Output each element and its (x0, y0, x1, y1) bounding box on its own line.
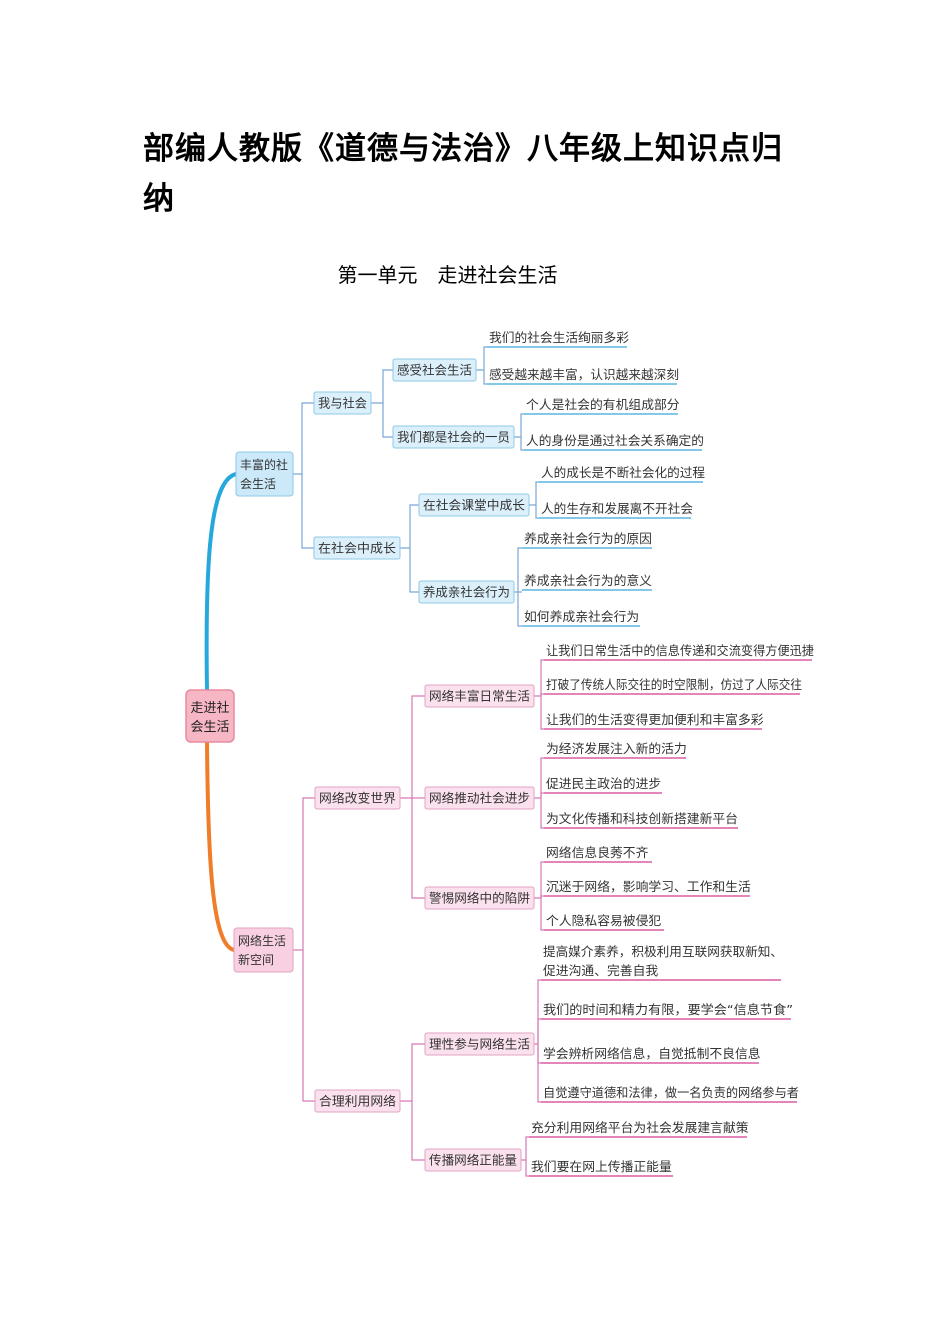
leaf-9-1: 充分利用网络平台为社会发展建言献策 (529, 1120, 749, 1138)
leaf-8-2: 我们的时间和精力有限，要学会“信息节食” (541, 1002, 793, 1020)
leaf-7-1-text: 网络信息良莠不齐 (546, 845, 649, 860)
leaf-8-3: 学会辨析网络信息，自觉抵制不良信息 (541, 1046, 761, 1064)
leaf-2-1-text: 个人是社会的有机组成部分 (526, 397, 680, 412)
leaf-4-1-text: 养成亲社会行为的原因 (524, 531, 652, 546)
topic-node-8: 理性参与网络生活 (424, 1032, 535, 1056)
leaf-2-1: 个人是社会的有机组成部分 (524, 397, 680, 415)
leaf-7-2-text: 沉迷于网络，影响学习、工作和生活 (546, 879, 751, 894)
leaf-8-1-text: 促进沟通、完善自我 (543, 963, 659, 978)
leaf-6-2-text: 促进民主政治的进步 (546, 776, 661, 791)
leaf-7-2: 沉迷于网络，影响学习、工作和生活 (544, 879, 751, 897)
topic-node-1-label: 感受社会生活 (397, 363, 472, 378)
leaf-2-2-text: 人的身份是通过社会关系确定的 (526, 433, 704, 448)
root-label-line2: 会生活 (190, 720, 229, 735)
leaf-8-1: 提高媒介素养，积极利用互联网获取新知、促进沟通、完善自我 (541, 944, 783, 981)
connectors-branch1 (293, 346, 539, 627)
leaf-3-2: 人的生存和发展离不开社会 (539, 501, 693, 519)
sub-node-2-label: 在社会中成长 (318, 541, 397, 556)
sub-node-4: 合理利用网络 (314, 1089, 401, 1113)
leaf-8-2-text: 我们的时间和精力有限，要学会“信息节食” (543, 1002, 793, 1017)
topic-node-3: 在社会课堂中成长 (418, 493, 530, 517)
leaf-1-2-text: 感受越来越丰富，认识越来越深刻 (489, 367, 679, 382)
leaf-4-2-text: 养成亲社会行为的意义 (524, 573, 652, 588)
connectors-branch2 (293, 659, 544, 1177)
topic-node-7-label: 警惕网络中的陷阱 (429, 891, 530, 906)
topic-node-6: 网络推动社会进步 (424, 786, 535, 810)
leaf-1-1: 我们的社会生活绚丽多彩 (487, 330, 629, 348)
leaf-7-3-text: 个人隐私容易被侵犯 (546, 913, 662, 928)
unit-heading: 第一单元 走进社会生活 (337, 263, 558, 287)
leaf-3-1-text: 人的成长是不断社会化的过程 (541, 465, 705, 480)
topic-node-4-label: 养成亲社会行为 (423, 585, 510, 600)
leaf-5-1: 让我们日常生活中的信息传递和交流变得方便迅捷 (544, 643, 814, 661)
leaf-6-2: 促进民主政治的进步 (544, 776, 662, 794)
leaf-5-2-text: 打破了传统人际交往的时空限制，仿过了人际交往 (546, 677, 802, 692)
branch2-label-line2: 新空间 (238, 952, 274, 967)
leaf-5-3-text: 让我们的生活变得更加便利和丰富多彩 (546, 712, 764, 727)
topic-node-2-label: 我们都是社会的一员 (397, 430, 510, 445)
leaf-7-3: 个人隐私容易被侵犯 (544, 913, 664, 931)
sub-node-3-label: 网络改变世界 (319, 791, 396, 806)
leaf-9-1-text: 充分利用网络平台为社会发展建言献策 (531, 1120, 749, 1135)
leaf-2-2: 人的身份是通过社会关系确定的 (524, 433, 704, 451)
leaf-4-2: 养成亲社会行为的意义 (522, 573, 652, 591)
leaf-8-4: 自觉遵守道德和法律，做一名负责的网络参与者 (541, 1085, 799, 1103)
leaf-8-1-text: 提高媒介素养，积极利用互联网获取新知、 (543, 944, 783, 959)
sub-node-4-label: 合理利用网络 (319, 1094, 396, 1109)
leaf-5-3: 让我们的生活变得更加便利和丰富多彩 (544, 712, 764, 730)
branch-node-1: 丰富的社 会生活 (235, 451, 294, 497)
leaf-6-1-text: 为经济发展注入新的活力 (546, 741, 687, 756)
topic-node-7: 警惕网络中的陷阱 (424, 886, 535, 910)
leaf-4-3-text: 如何养成亲社会行为 (524, 609, 639, 624)
topic-node-5-label: 网络丰富日常生活 (429, 689, 530, 704)
topic-node-8-label: 理性参与网络生活 (429, 1037, 530, 1052)
root-label-line1: 走进社 (190, 700, 229, 716)
leaf-3-2-text: 人的生存和发展离不开社会 (541, 501, 693, 516)
leaf-3-1: 人的成长是不断社会化的过程 (539, 465, 705, 483)
branch1-label-line1: 丰富的社 (240, 457, 288, 472)
branch1-label-line2: 会生活 (240, 477, 276, 491)
topic-node-6-label: 网络推动社会进步 (429, 791, 530, 806)
leaf-5-1-text: 让我们日常生活中的信息传递和交流变得方便迅捷 (546, 643, 814, 658)
leaf-8-3-text: 学会辨析网络信息，自觉抵制不良信息 (543, 1046, 761, 1061)
document-title: 部编人教版《道德与法治》八年级上知识点归纳 (143, 131, 783, 217)
sub-node-1-label: 我与社会 (318, 396, 367, 411)
leaf-9-2: 我们要在网上传播正能量 (529, 1159, 673, 1177)
leaf-8-4-text: 自觉遵守道德和法律，做一名负责的网络参与者 (543, 1085, 799, 1100)
leaf-4-1: 养成亲社会行为的原因 (522, 531, 652, 549)
leaf-1-2: 感受越来越丰富，认识越来越深刻 (487, 367, 679, 385)
topic-node-9-label: 传播网络正能量 (429, 1153, 517, 1168)
leaf-4-3: 如何养成亲社会行为 (522, 609, 640, 627)
leaf-5-2: 打破了传统人际交往的时空限制，仿过了人际交往 (544, 677, 802, 695)
leaf-1-1-text: 我们的社会生活绚丽多彩 (489, 330, 629, 345)
leaf-9-2-text: 我们要在网上传播正能量 (531, 1159, 672, 1174)
sub-node-3: 网络改变世界 (314, 786, 401, 810)
root-node: 走进社 会生活 (185, 689, 235, 743)
sub-node-2: 在社会中成长 (313, 536, 401, 560)
branch-node-2: 网络生活 新空间 (233, 927, 294, 973)
leaf-6-3-text: 为文化传播和科技创新搭建新平台 (546, 811, 738, 826)
leaf-6-3: 为文化传播和科技创新搭建新平台 (544, 811, 738, 829)
topic-node-4: 养成亲社会行为 (418, 580, 515, 604)
topic-node-1: 感受社会生活 (392, 358, 477, 382)
sub-node-1: 我与社会 (313, 391, 372, 415)
topic-node-9: 传播网络正能量 (424, 1148, 522, 1172)
leaf-6-1: 为经济发展注入新的活力 (544, 741, 687, 759)
leaf-7-1: 网络信息良莠不齐 (544, 845, 652, 863)
connector-root-branch1 (204, 472, 237, 691)
connector-root-branch2 (205, 741, 235, 952)
topic-node-2: 我们都是社会的一员 (392, 425, 515, 449)
topic-node-3-label: 在社会课堂中成长 (423, 498, 525, 513)
topic-node-5: 网络丰富日常生活 (424, 684, 535, 708)
branch2-label-line1: 网络生活 (238, 933, 286, 948)
